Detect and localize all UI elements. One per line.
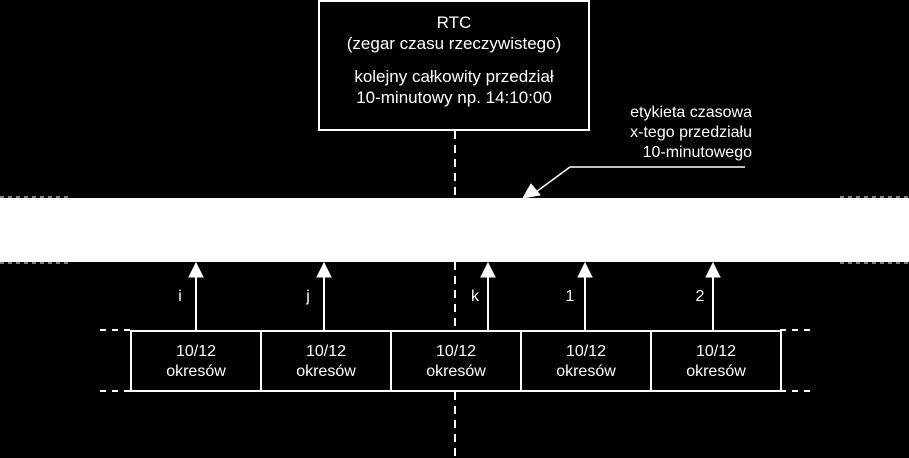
time-label-annotation: etykieta czasowa x-tego przedziału 10-mi… xyxy=(612,103,752,163)
arrow-2 xyxy=(705,261,721,330)
arrow-label-1: 1 xyxy=(565,288,575,305)
arrow-1 xyxy=(577,261,593,330)
period-unit: okresów xyxy=(686,363,746,380)
arrow-label-j: j xyxy=(306,288,310,305)
period-unit: okresów xyxy=(556,363,616,380)
rtc-title: RTC xyxy=(436,13,472,32)
period-box: 10/12 okresów xyxy=(130,330,262,392)
annotation-line2: x-tego przedziału xyxy=(630,124,752,141)
arrow-k xyxy=(480,261,496,330)
period-unit: okresów xyxy=(296,363,356,380)
arrow-label-i: i xyxy=(178,288,182,305)
period-box: 10/12 okresów xyxy=(390,330,522,392)
arrow-label-2: 2 xyxy=(695,288,705,305)
period-fraction: 10/12 xyxy=(435,343,477,360)
annotation-line3: 10-minutowego xyxy=(642,144,752,161)
period-fraction: 10/12 xyxy=(175,343,217,360)
annotation-line1: etykieta czasowa xyxy=(630,104,752,121)
period-fraction: 10/12 xyxy=(565,343,607,360)
time-band xyxy=(0,198,909,262)
period-unit: okresów xyxy=(166,363,226,380)
rtc-line4: 10-minutowy np. 14:10:00 xyxy=(356,88,552,107)
annotation-leader xyxy=(522,166,745,199)
period-fraction: 10/12 xyxy=(305,343,347,360)
rtc-line3: kolejny całkowity przedział xyxy=(354,67,554,86)
arrow-j xyxy=(316,261,332,330)
period-fraction: 10/12 xyxy=(695,343,737,360)
period-box: 10/12 okresów xyxy=(260,330,392,392)
rtc-subtitle: (zegar czasu rzeczywistego) xyxy=(346,34,562,53)
period-box: 10/12 okresów xyxy=(520,330,652,392)
rtc-box: RTC (zegar czasu rzeczywistego) kolejny … xyxy=(318,0,590,131)
period-unit: okresów xyxy=(426,363,486,380)
arrow-label-k: k xyxy=(471,288,479,305)
arrow-i xyxy=(188,261,204,330)
period-box: 10/12 okresów xyxy=(650,330,782,392)
